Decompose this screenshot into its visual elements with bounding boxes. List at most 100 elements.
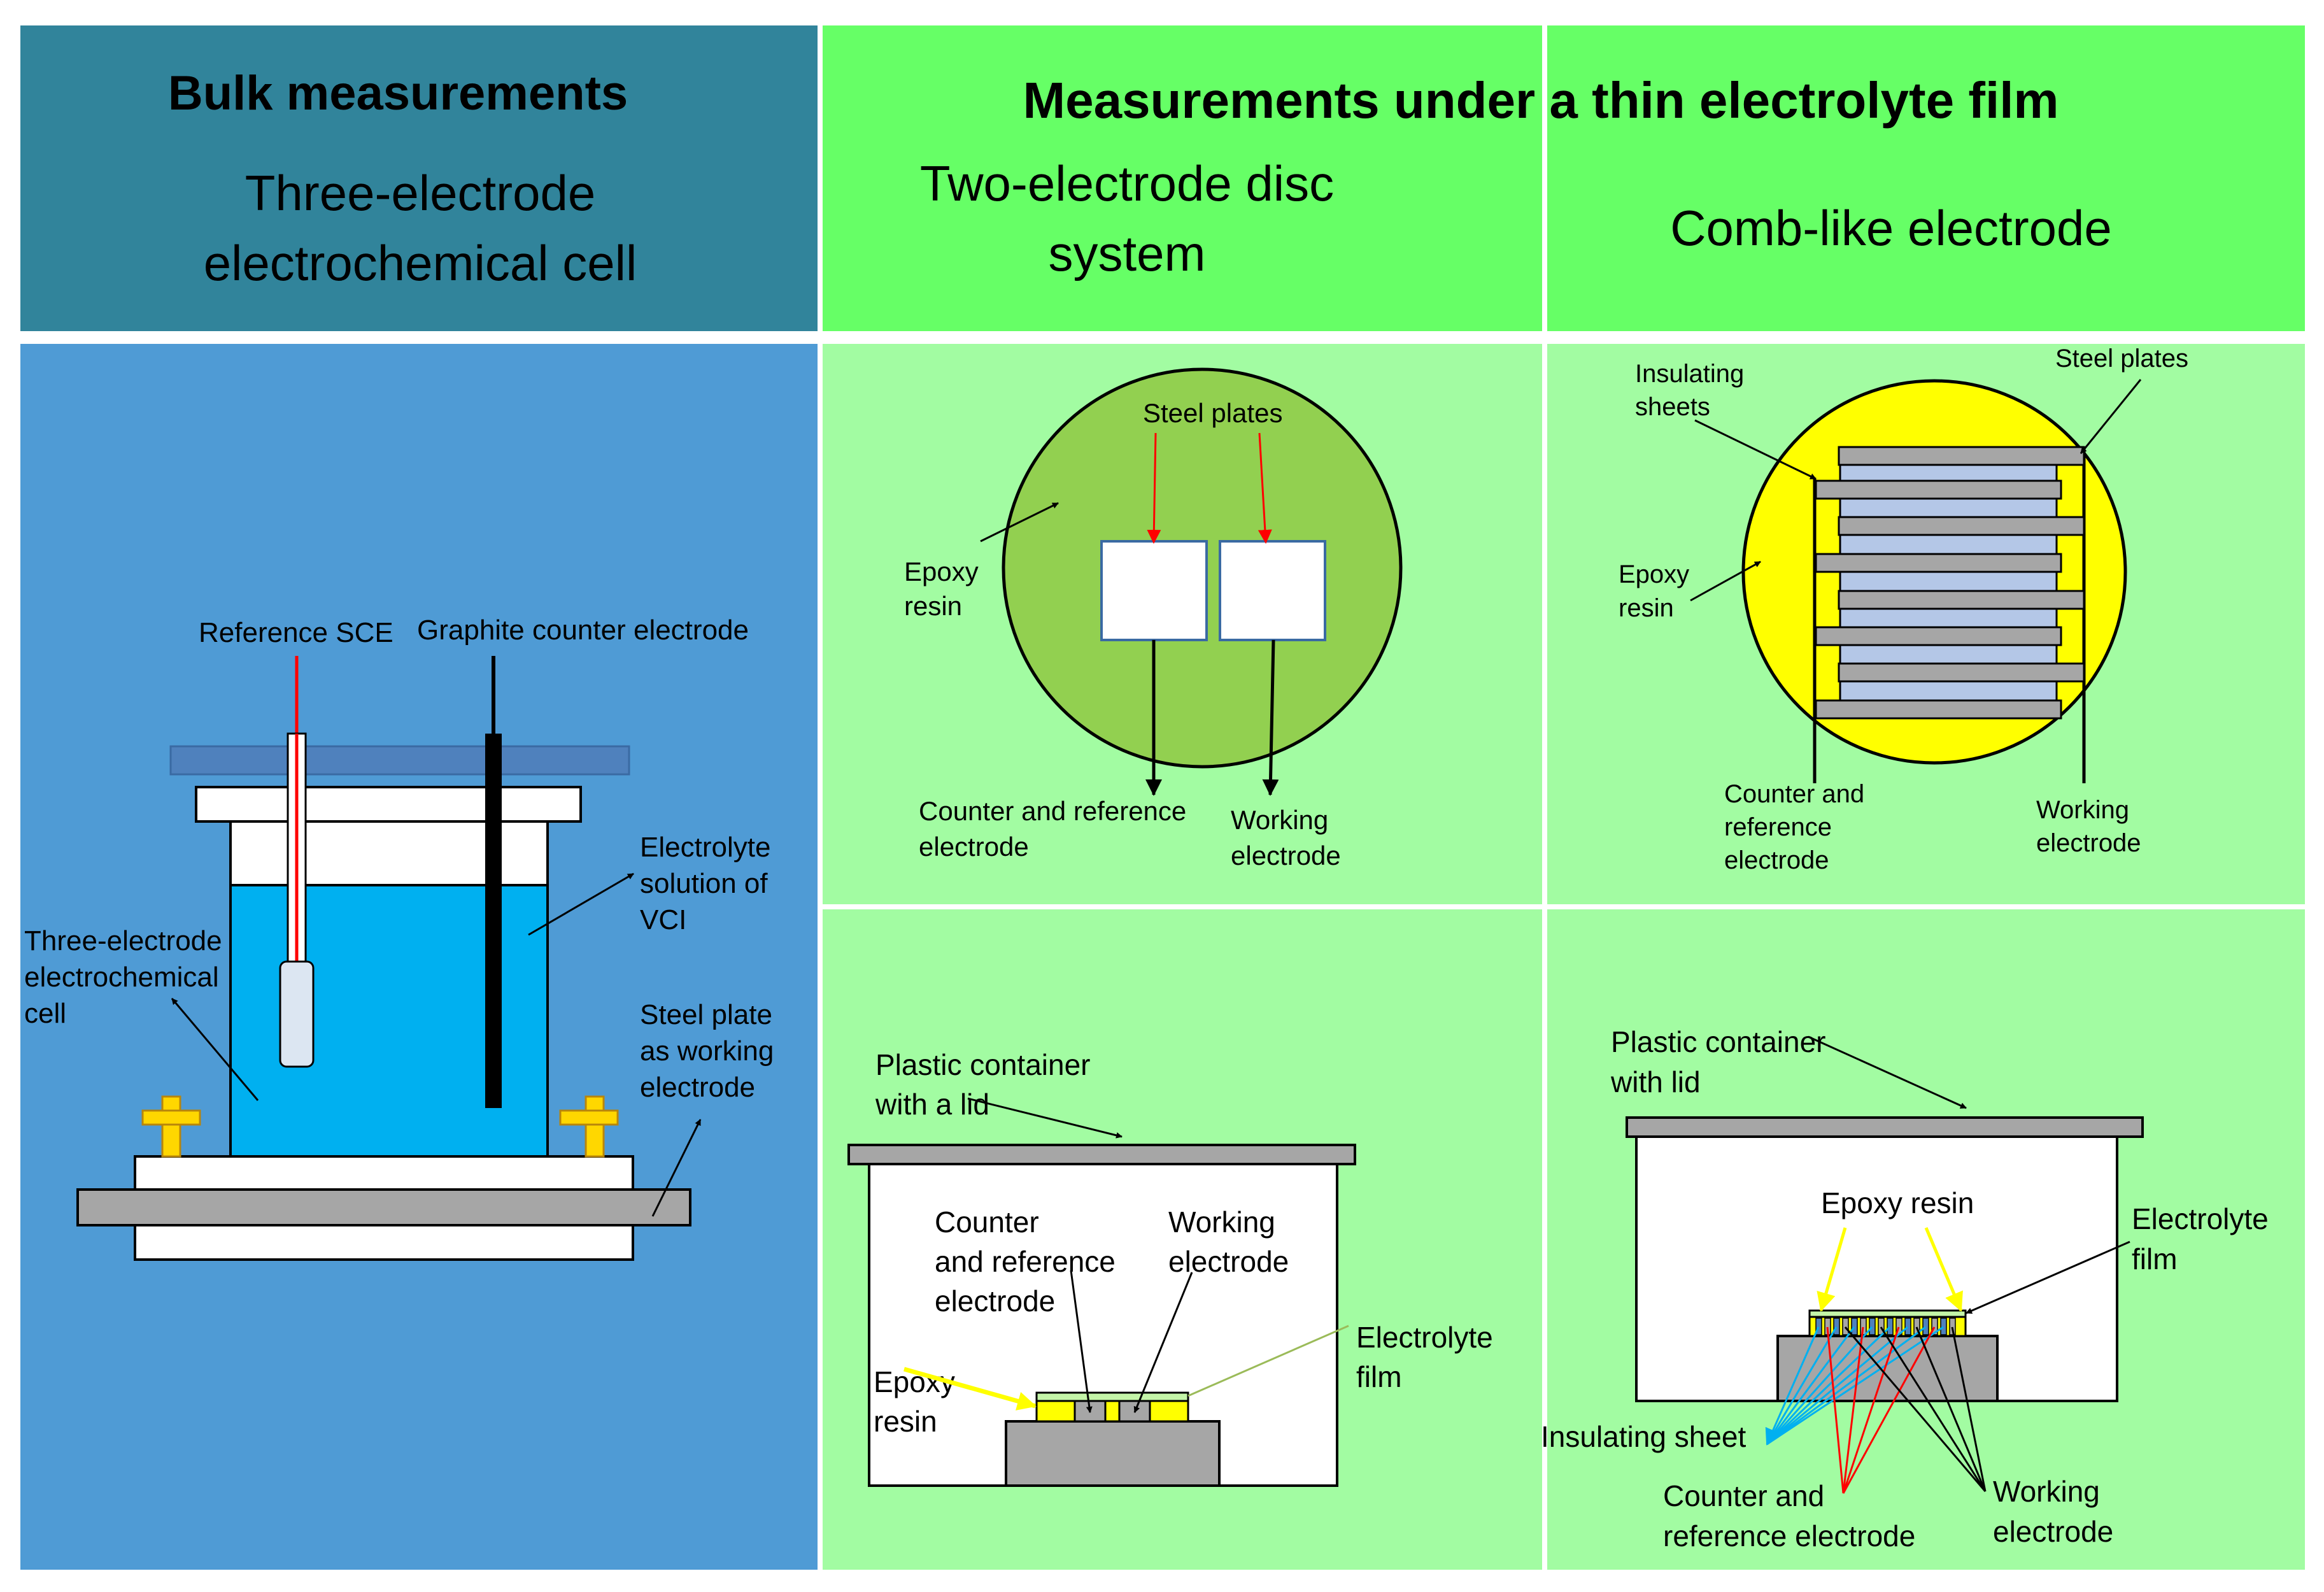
arrow-comb-steel <box>2080 379 2142 454</box>
arrow-disc-bottom-counter <box>1070 1270 1093 1413</box>
comb-insulating-leaders <box>1765 1326 1944 1446</box>
label-disc-counter-line1: Counter and reference <box>919 796 1186 826</box>
label-comb-container-line1: Plastic container <box>1611 1025 1826 1058</box>
cell-base-upper <box>134 1155 634 1191</box>
label-comb-counter-line2: reference <box>1724 813 1832 841</box>
label-comb-bottom-film-line2: film <box>2132 1242 2178 1276</box>
comb-top-view <box>1741 379 2127 783</box>
label-disc-film-line2: film <box>1356 1360 1402 1393</box>
arrow-disc-bottom-working <box>1133 1272 1193 1413</box>
label-disc-container-line2: with a lid <box>875 1088 989 1121</box>
leader-insulating <box>1766 1326 1926 1446</box>
arrow-steel-plate <box>651 1119 702 1217</box>
label-cell-line1: Three-electrode <box>24 925 222 956</box>
reference-sce-bulb <box>279 960 315 1068</box>
label-disc-epoxy-line2: resin <box>904 591 962 621</box>
leader-working <box>1951 1326 1987 1492</box>
comb-working-leaders <box>1844 1326 1987 1492</box>
cell-cap-collar <box>195 786 582 823</box>
comb-finger-working <box>1838 516 2085 536</box>
label-disc-working-line2: electrode <box>1231 841 1341 871</box>
comb-steel-fingers <box>1815 446 2085 720</box>
label-reference-sce: Reference SCE <box>199 617 393 648</box>
disc-counter-plate <box>1100 540 1208 641</box>
label-comb-epoxy-line2: resin <box>1619 594 1674 622</box>
leader-insulating <box>1766 1326 1855 1445</box>
comb-finger-working <box>1838 662 2085 683</box>
disc-working-lead <box>1262 639 1279 796</box>
label-disc-bottom-counter-line2: and reference <box>935 1245 1116 1278</box>
label-electrolyte-line1: Electrolyte <box>640 832 770 863</box>
cell-base-lower <box>134 1224 634 1261</box>
label-disc-bottom-counter-line3: electrode <box>935 1284 1055 1318</box>
arrow-comb-epoxy-right <box>1924 1227 1963 1312</box>
comb-alternating-strips <box>1815 1318 1956 1335</box>
bulk-header-panel <box>20 25 818 331</box>
label-comb-counter-line1: Counter and <box>1724 780 1864 808</box>
label-disc-bottom-counter-line1: Counter <box>935 1205 1039 1239</box>
cell-lid-plate <box>169 745 630 776</box>
disc-working-steel <box>1118 1400 1151 1423</box>
disc-counter-steel <box>1073 1400 1107 1423</box>
leader-counter <box>1842 1326 1900 1494</box>
leader-working <box>1880 1326 1987 1492</box>
label-comb-epoxy-line1: Epoxy <box>1619 560 1689 588</box>
comb-finger-working <box>1838 446 2085 466</box>
steel-working-electrode-plate <box>76 1188 691 1226</box>
label-disc-bottom-working-line1: Working <box>1168 1205 1275 1239</box>
arrow-disc-container <box>967 1097 1123 1139</box>
label-disc-working-line1: Working <box>1231 805 1328 835</box>
disc-epoxy-section <box>1035 1400 1189 1423</box>
bulk-subtitle-line2: electrochemical cell <box>204 235 637 291</box>
label-disc-container-line1: Plastic container <box>875 1048 1091 1081</box>
label-cell-line3: cell <box>24 998 66 1029</box>
arrow-cell <box>171 998 259 1101</box>
label-disc-epoxy-line1: Epoxy <box>904 557 979 586</box>
comb-header-panel <box>1547 25 2305 331</box>
label-comb-bottom-insulating: Insulating sheet <box>1541 1420 1746 1453</box>
arrow-comb-epoxy-left <box>1817 1227 1847 1312</box>
arrow-comb-insulating <box>1694 419 1817 480</box>
label-comb-bottom-counter-line2: reference electrode <box>1663 1519 1915 1553</box>
leader-insulating <box>1765 1326 1820 1446</box>
label-steel-line3: electrode <box>640 1072 755 1103</box>
label-disc-epoxy-bottom-line2: resin <box>874 1405 937 1438</box>
label-electrolyte-line2: solution of <box>640 868 768 899</box>
thin-film-title: Measurements under a thin electrolyte fi… <box>1023 72 2058 129</box>
label-disc-counter-line2: electrode <box>919 832 1029 862</box>
disc-subtitle-line2: system <box>1048 225 1205 281</box>
label-steel-line2: as working <box>640 1035 774 1067</box>
comb-finger-working <box>1838 590 2085 610</box>
bulk-subtitle-line1: Three-electrode <box>245 165 596 221</box>
arrow-disc-steel-1 <box>1147 432 1161 544</box>
leader-insulating <box>1766 1326 1944 1446</box>
label-comb-counter-line3: electrode <box>1724 846 1829 874</box>
label-comb-insulating-line2: sheets <box>1635 393 1710 421</box>
arrow-comb-container <box>1808 1035 1967 1109</box>
arrow-disc-epoxy <box>980 502 1059 543</box>
comb-finger-counter <box>1815 699 2062 720</box>
leader-working <box>1844 1326 1987 1492</box>
comb-cross-section <box>1626 1116 2144 1402</box>
label-comb-container-line2: with lid <box>1610 1065 1701 1098</box>
label-comb-working-line1: Working <box>2036 796 2129 824</box>
label-comb-bottom-working-line2: electrode <box>1993 1515 2113 1548</box>
leader-counter <box>1842 1326 1936 1494</box>
comb-finger-counter <box>1815 626 2062 646</box>
leader-insulating <box>1766 1326 1873 1446</box>
clamp-bolt-right <box>559 1095 619 1158</box>
arrow-comb-film <box>1966 1240 2130 1314</box>
label-electrolyte-line3: VCI <box>640 904 686 935</box>
disc-subtitle-line1: Two-electrode disc <box>920 155 1334 211</box>
leader-working <box>1915 1326 1987 1492</box>
disc-header-panel <box>823 25 1542 331</box>
label-comb-insulating-line1: Insulating <box>1635 360 1744 388</box>
comb-finger-counter <box>1815 553 2062 573</box>
clamp-bolt-left <box>141 1095 201 1158</box>
bulk-title: Bulk measurements <box>168 66 628 120</box>
label-comb-bottom-working-line1: Working <box>1993 1475 2100 1508</box>
comb-subtitle: Comb-like electrode <box>1670 200 2112 256</box>
arrow-disc-epoxy-bottom <box>903 1367 1037 1411</box>
label-disc-steel-plates: Steel plates <box>1143 398 1282 428</box>
